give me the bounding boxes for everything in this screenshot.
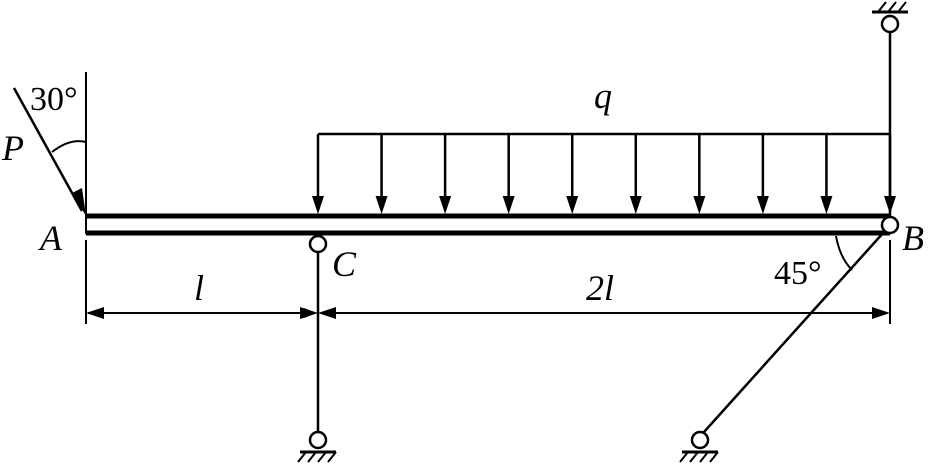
pin-b <box>880 215 900 235</box>
load-arrow-head <box>502 196 515 214</box>
b-angle-arc <box>835 235 853 271</box>
p-angle-arc <box>51 140 87 153</box>
support-b-inclined <box>679 231 885 463</box>
dimension-arrows <box>86 307 890 319</box>
force-p-arrow <box>12 87 86 216</box>
dimension-extension-lines <box>85 240 891 324</box>
support-b-top <box>872 1 908 216</box>
label-angle-p: 30° <box>30 81 78 118</box>
label-point-b: B <box>902 218 924 258</box>
load-arrow-head <box>439 196 452 214</box>
load-arrow-head <box>312 196 324 214</box>
load-arrow-head <box>693 196 706 214</box>
load-arrow-head <box>629 196 642 214</box>
beam <box>85 213 891 236</box>
load-arrow-head <box>756 196 769 214</box>
support-c <box>297 234 337 463</box>
load-arrow-head <box>820 196 833 214</box>
label-point-c: C <box>332 244 357 284</box>
label-dimension-left: l <box>194 268 204 308</box>
label-dimension-right: 2l <box>586 268 614 308</box>
label-point-a: A <box>38 218 63 258</box>
label-load-q: q <box>594 76 612 116</box>
load-arrow-head <box>566 196 579 214</box>
label-force-p: P <box>1 128 24 168</box>
distributed-load-arrows <box>312 134 896 214</box>
load-arrow-head <box>375 196 388 214</box>
label-angle-b: 45° <box>774 255 822 292</box>
